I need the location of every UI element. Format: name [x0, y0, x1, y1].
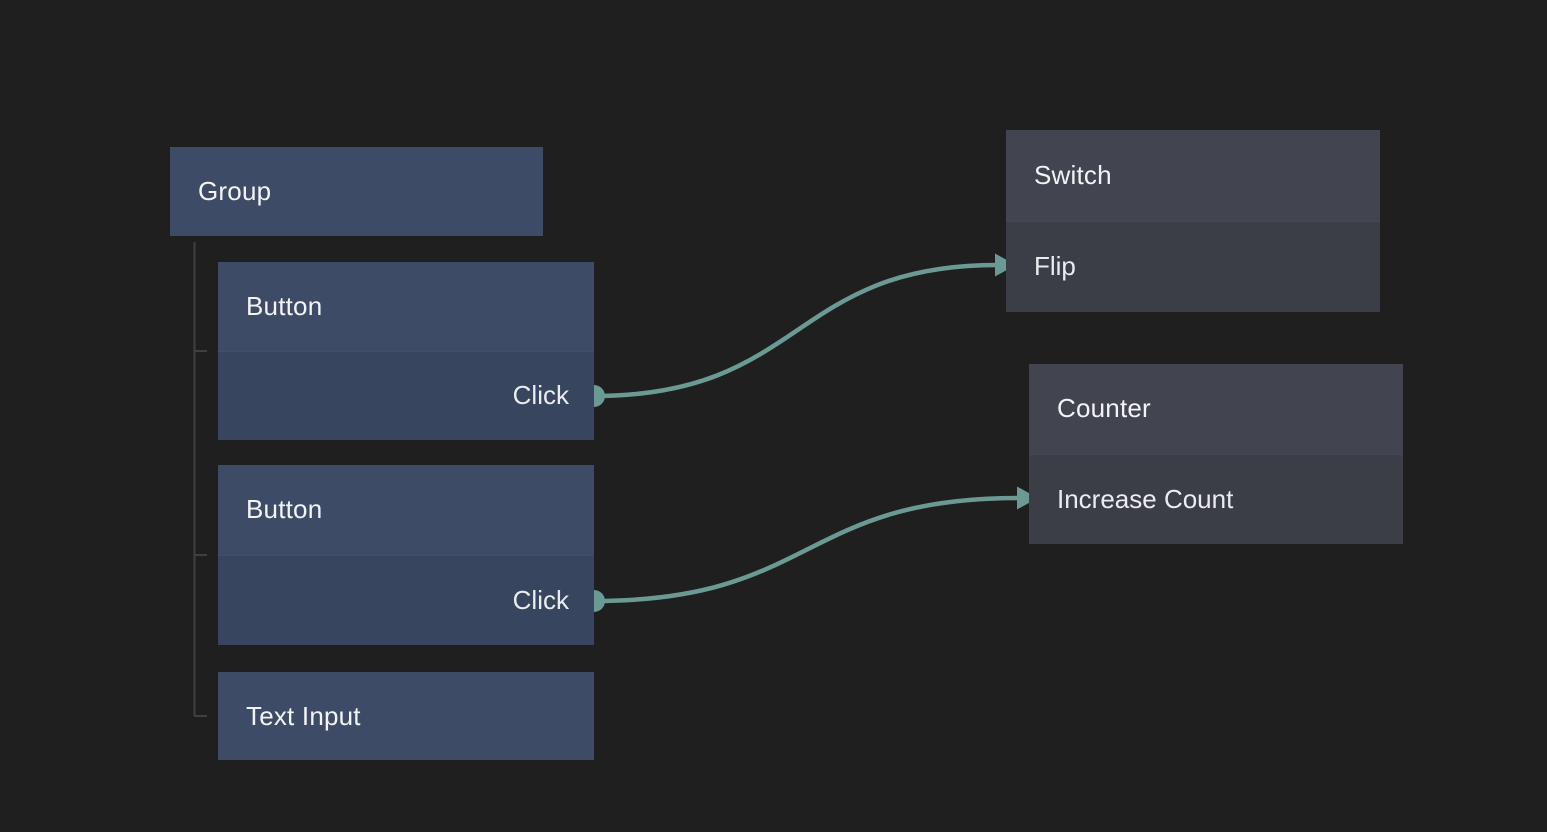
- node-group[interactable]: Group: [170, 147, 543, 236]
- node-text-input-title: Text Input: [246, 700, 361, 731]
- node-counter-body: Increase Count: [1029, 453, 1403, 544]
- node-text-input-header: Text Input: [218, 672, 594, 760]
- node-switch[interactable]: Switch Flip: [1006, 130, 1380, 312]
- output-port-label-click[interactable]: Click: [512, 584, 569, 615]
- node-button-2-header: Button: [218, 465, 594, 555]
- node-switch-header: Switch: [1006, 130, 1380, 221]
- node-button-1-title: Button: [246, 290, 323, 321]
- node-switch-body: Flip: [1006, 220, 1380, 312]
- node-counter-title: Counter: [1057, 393, 1151, 424]
- node-text-input[interactable]: Text Input: [218, 672, 594, 760]
- input-port-label-flip[interactable]: Flip: [1034, 251, 1076, 282]
- edge-click-to-increase-count[interactable]: [583, 486, 1038, 613]
- node-counter-header: Counter: [1029, 364, 1403, 454]
- node-group-header: Group: [170, 147, 543, 236]
- node-button-1[interactable]: Button Click: [218, 262, 594, 440]
- node-counter[interactable]: Counter Increase Count: [1029, 364, 1403, 544]
- node-group-title: Group: [198, 176, 272, 206]
- input-port-label-increase-count[interactable]: Increase Count: [1057, 483, 1234, 514]
- node-button-2-body: Click: [218, 554, 594, 645]
- edge-click-to-flip[interactable]: [583, 253, 1016, 408]
- node-button-2[interactable]: Button Click: [218, 465, 594, 645]
- output-port-label-click[interactable]: Click: [512, 380, 569, 411]
- edge-wire[interactable]: [593, 495, 1019, 604]
- hierarchy-tree-line: [193, 242, 207, 717]
- edge-wire[interactable]: [593, 262, 998, 399]
- node-switch-title: Switch: [1034, 159, 1112, 190]
- node-button-1-header: Button: [218, 262, 594, 351]
- node-button-1-body: Click: [218, 350, 594, 440]
- node-button-2-title: Button: [246, 494, 323, 525]
